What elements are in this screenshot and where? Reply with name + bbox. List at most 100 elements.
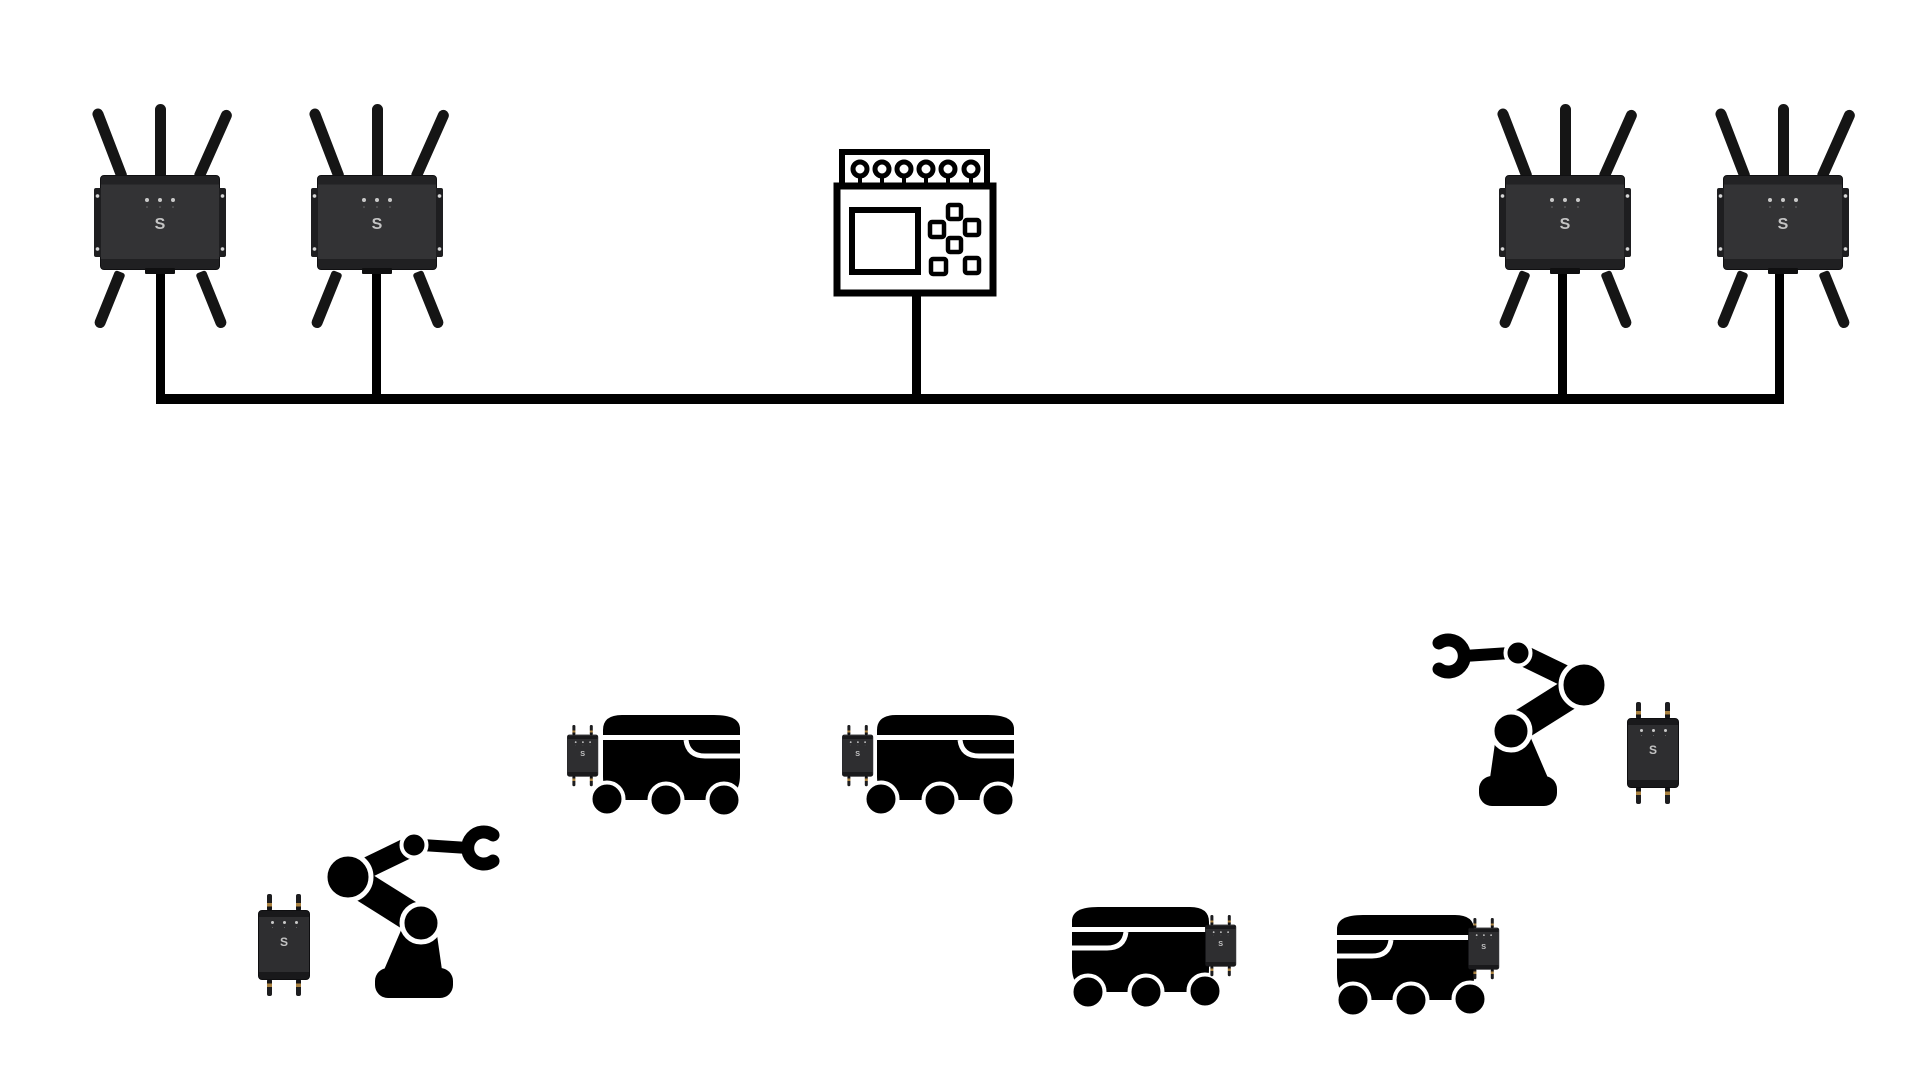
pin-antenna-icon: [1227, 915, 1231, 926]
delivery-robot-node-3: [1069, 905, 1223, 1011]
brand-logo: S: [855, 749, 860, 758]
pin-antenna-icon: [267, 894, 272, 911]
robot-arm-icon: [325, 832, 493, 998]
antenna-icon: [155, 104, 166, 178]
antenna-icon: [1598, 108, 1639, 181]
mounting-flange: [436, 188, 443, 257]
robot-mounted-client-4: S: [1468, 918, 1500, 980]
delivery-robot-icon: [591, 715, 741, 817]
client-body: S: [258, 910, 310, 980]
pin-antenna-icon: [1210, 915, 1214, 926]
delivery-robot-icon: [865, 715, 1015, 817]
access-point-node-1: S: [60, 100, 260, 345]
brand-logo: S: [1218, 939, 1223, 948]
screen-icon: [849, 207, 921, 275]
access-point-body: S: [94, 175, 226, 274]
drop-line-controller: [912, 288, 921, 404]
mounting-flange: [219, 188, 226, 257]
access-point-body: S: [1717, 175, 1849, 274]
client-body: S: [567, 734, 599, 777]
pin-antenna-icon: [864, 725, 868, 736]
robot-arm-node-1: [322, 818, 512, 1000]
delivery-robot-node-4: [1334, 913, 1488, 1019]
pin-antenna-icon: [267, 979, 272, 996]
brand-logo: S: [1481, 942, 1486, 951]
pin-antenna-icon: [1473, 969, 1477, 980]
brand-logo: S: [1559, 216, 1571, 233]
mounting-flange: [311, 188, 318, 257]
antenna-icon: [1713, 106, 1751, 180]
antenna-icon: [1600, 269, 1634, 330]
backbone-bus-line: [156, 394, 1784, 404]
led-indicators: [1206, 931, 1236, 933]
pin-antenna-icon: [1665, 787, 1670, 804]
antenna-icon: [1495, 106, 1533, 180]
mounting-flange: [1717, 188, 1724, 257]
antenna-icon: [372, 104, 383, 178]
port-connector: [145, 268, 175, 274]
wireless-client-node-2: S: [1627, 702, 1679, 804]
brand-logo: S: [1648, 743, 1657, 757]
pin-antenna-icon: [572, 776, 576, 787]
pin-antenna-icon: [1210, 966, 1214, 977]
access-point-node-2: S: [277, 100, 477, 345]
antenna-icon: [1778, 104, 1789, 178]
controller-node: [833, 149, 997, 297]
pin-antenna-icon: [847, 776, 851, 787]
wireless-client-node-1: S: [258, 894, 310, 996]
access-point-body: S: [311, 175, 443, 274]
mounting-flange: [1842, 188, 1849, 257]
pin-antenna-icon: [1490, 969, 1494, 980]
pin-antenna-icon: [1473, 918, 1477, 929]
robot-arm-node-2: [1420, 626, 1610, 808]
pin-antenna-icon: [296, 894, 301, 911]
antenna-icon: [1560, 104, 1571, 178]
antenna-icon: [309, 269, 343, 330]
led-indicators: [1506, 198, 1624, 202]
drop-line-access-point-4: [1775, 262, 1784, 404]
led-indicators: [568, 741, 598, 743]
brand-logo: S: [154, 216, 166, 233]
led-indicators: [1628, 729, 1678, 732]
antenna-icon: [1816, 108, 1857, 181]
antenna-icon: [90, 106, 128, 180]
delivery-robot-icon: [1337, 915, 1487, 1017]
client-body: S: [1205, 924, 1237, 967]
led-indicators: [1469, 934, 1499, 936]
antenna-icon: [195, 269, 229, 330]
drop-line-access-point-1: [156, 262, 165, 404]
led-indicators: [843, 741, 873, 743]
brand-logo: S: [279, 935, 288, 949]
pin-antenna-icon: [1490, 918, 1494, 929]
client-body: S: [842, 734, 874, 777]
pin-antenna-icon: [572, 725, 576, 736]
brand-logo: S: [371, 216, 383, 233]
brand-logo: S: [1777, 216, 1789, 233]
access-point-body: S: [1499, 175, 1631, 274]
access-point-node-3: S: [1465, 100, 1665, 345]
terminal-icons: [850, 159, 981, 187]
brand-logo: S: [580, 749, 585, 758]
pin-antenna-icon: [589, 725, 593, 736]
io-block-icons: [927, 202, 982, 277]
mounting-flange: [1624, 188, 1631, 257]
robot-arm-icon: [1439, 640, 1607, 806]
pin-antenna-icon: [1227, 966, 1231, 977]
antenna-icon: [1715, 269, 1749, 330]
pin-antenna-icon: [1636, 787, 1641, 804]
pin-antenna-icon: [296, 979, 301, 996]
antenna-icon: [412, 269, 446, 330]
port-connector: [362, 268, 392, 274]
port-connector: [1768, 268, 1798, 274]
pin-antenna-icon: [1665, 702, 1670, 719]
access-point-node-4: S: [1683, 100, 1883, 345]
drop-line-access-point-3: [1558, 262, 1567, 404]
pin-antenna-icon: [1636, 702, 1641, 719]
led-indicators: [101, 198, 219, 202]
pin-antenna-icon: [847, 725, 851, 736]
led-indicators: [259, 921, 309, 924]
mounting-flange: [94, 188, 101, 257]
delivery-robot-node-1: [589, 713, 743, 819]
client-body: S: [1468, 927, 1500, 970]
